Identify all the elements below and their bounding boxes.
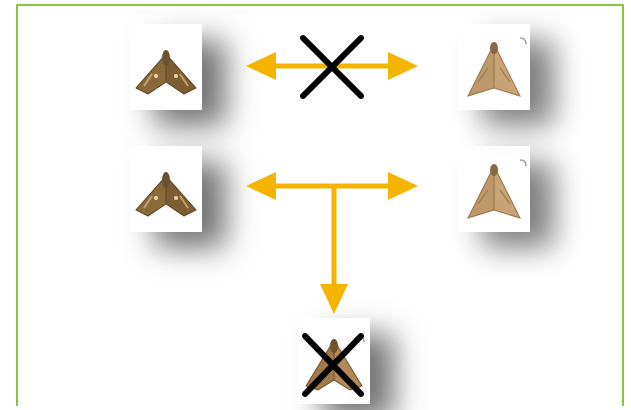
- moth-photo-species-b-bottom: [458, 146, 530, 232]
- row2-bidirectional-arrow: [246, 172, 418, 200]
- arrowhead-left-icon: [246, 172, 276, 200]
- moth-b-illustration: [467, 159, 527, 219]
- offspring-arrow: [320, 186, 348, 314]
- moth-photo-species-a-top: [130, 24, 202, 110]
- moth-b-illustration: [467, 37, 527, 97]
- moth-a-illustration: [135, 172, 197, 217]
- row1-cross-icon: [300, 35, 364, 99]
- moth-photo-species-b-top: [458, 24, 530, 110]
- offspring-cross-icon: [302, 333, 364, 397]
- arrowhead-right-icon: [388, 52, 418, 80]
- arrowhead-right-icon: [388, 172, 418, 200]
- arrowhead-left-icon: [246, 52, 276, 80]
- moth-photo-species-a-bottom: [130, 146, 202, 232]
- moth-a-illustration: [135, 50, 197, 95]
- arrowhead-down-icon: [320, 284, 348, 314]
